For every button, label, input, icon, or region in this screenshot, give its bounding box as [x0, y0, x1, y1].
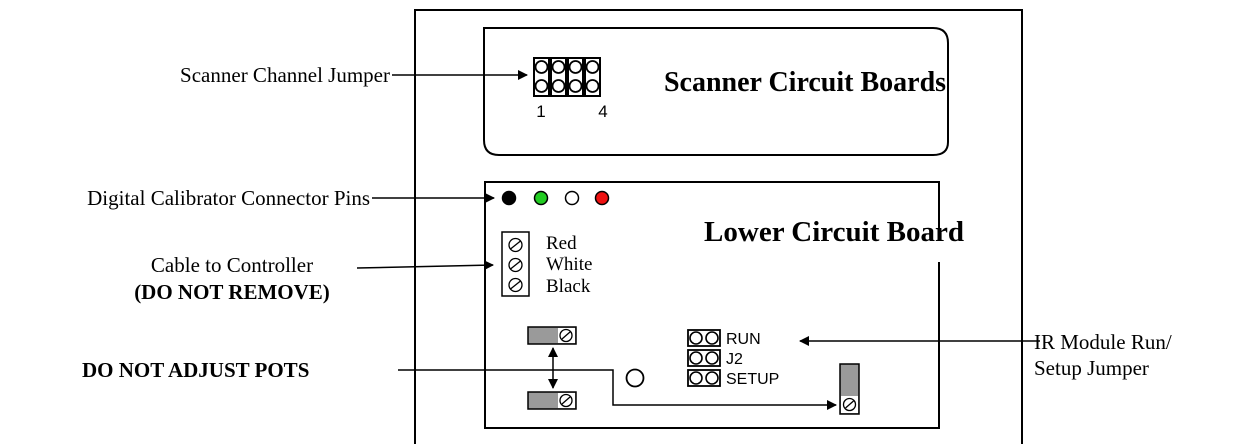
lower-circuit-board-title: Lower Circuit Board [704, 216, 964, 248]
ir-module-label-line1: IR Module Run/ [1034, 330, 1172, 354]
wire-label-black: Black [546, 276, 591, 297]
pot-upper [527, 326, 577, 345]
scanner-circuit-boards-title: Scanner Circuit Boards [664, 67, 946, 98]
pot-right [839, 363, 860, 415]
scanner-channel-jumper-block [533, 57, 601, 97]
jumper-label-j2: J2 [726, 351, 743, 368]
cable-to-controller-arrow [356, 260, 494, 271]
do-not-adjust-pots-label: DO NOT ADJUST POTS [82, 358, 309, 382]
round-component [625, 368, 645, 388]
pin-red [594, 190, 610, 206]
jumper-label-run: RUN [726, 331, 761, 348]
pin-white [564, 190, 580, 206]
ir-module-jumper-block [687, 329, 721, 387]
digital-calibrator-connector-pins [501, 190, 610, 206]
enclosure-outline [414, 9, 1023, 444]
pin-green [533, 190, 549, 206]
ir-module-label-line2: Setup Jumper [1034, 356, 1149, 380]
cable-terminal-block [501, 231, 530, 297]
jumper-number-1: 1 [536, 102, 545, 121]
wire-label-white: White [546, 254, 592, 275]
jumper-label-setup: SETUP [726, 371, 779, 388]
cable-to-controller-label: Cable to Controller [151, 253, 313, 277]
do-not-adjust-pots-leader [398, 369, 837, 410]
wire-label-red: Red [546, 233, 577, 254]
scanner-channel-jumper-label: Scanner Channel Jumper [180, 63, 390, 87]
do-not-remove-label: (DO NOT REMOVE) [134, 280, 330, 304]
digital-calibrator-pins-label: Digital Calibrator Connector Pins [87, 186, 370, 210]
pot-lower [527, 391, 577, 410]
pin-black [501, 190, 517, 206]
lower-board-outline [484, 181, 940, 429]
scanner-board-outline [483, 27, 949, 156]
jumper-number-4: 4 [598, 102, 607, 121]
